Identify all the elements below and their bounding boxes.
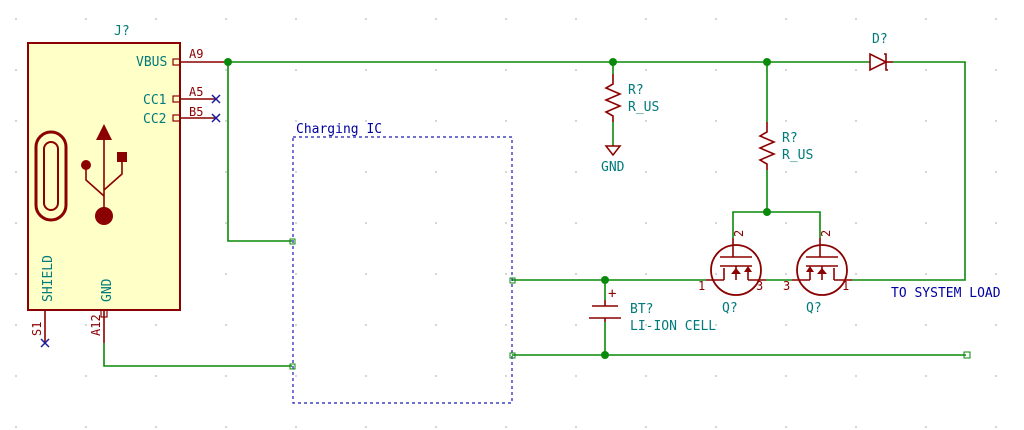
mosfet-q2[interactable]: 3 1 2 Q? bbox=[783, 230, 852, 316]
charging-ic-sheet[interactable]: Charging IC bbox=[289, 122, 516, 404]
battery-ref: BT? bbox=[630, 302, 653, 317]
pin-name-cc1: CC1 bbox=[143, 93, 166, 108]
mosfet-q1-ref: Q? bbox=[722, 301, 738, 316]
junction-dots bbox=[224, 58, 771, 359]
mosfet-q2-pin-right: 1 bbox=[842, 279, 849, 293]
pin-num-a9: A9 bbox=[189, 47, 203, 61]
diode-ref: D? bbox=[872, 32, 888, 47]
pin-num-a5: A5 bbox=[189, 85, 203, 99]
mosfet-q1-pin-gate: 2 bbox=[732, 230, 746, 237]
pin-num-b5: B5 bbox=[189, 105, 203, 119]
pin-num-a12: A12 bbox=[89, 314, 103, 336]
battery-bt1[interactable]: + BT? LI-ION CELL bbox=[589, 286, 716, 334]
wires bbox=[103, 61, 966, 367]
diode-d1[interactable]: D? bbox=[869, 32, 893, 72]
battery-plus-sign: + bbox=[608, 286, 616, 302]
no-connect-cc1-icon bbox=[211, 94, 221, 104]
resistor-r2-ref: R? bbox=[782, 131, 798, 146]
ground-symbol: GND bbox=[601, 145, 625, 175]
resistor-r2[interactable]: R? R_US bbox=[757, 122, 813, 170]
mosfet-q2-ref: Q? bbox=[806, 301, 822, 316]
resistor-r1[interactable]: R? R_US bbox=[603, 74, 659, 122]
pin-name-vbus: VBUS bbox=[136, 55, 167, 70]
ground-label: GND bbox=[601, 160, 625, 175]
charging-ic-label: Charging IC bbox=[296, 122, 382, 137]
net-to-system-load[interactable]: TO SYSTEM LOAD bbox=[891, 286, 1001, 359]
no-connect-shield-icon bbox=[40, 338, 50, 348]
usb-c-connector[interactable]: J? VBUS CC1 CC2 SHIELD GND A9 bbox=[27, 24, 228, 348]
pin-name-gnd: GND bbox=[100, 278, 115, 302]
pin-name-shield: SHIELD bbox=[41, 255, 56, 302]
mosfet-q1-pin-left: 1 bbox=[698, 279, 705, 293]
mosfet-q1-pin-right: 3 bbox=[756, 279, 763, 293]
battery-value: LI-ION CELL bbox=[630, 319, 716, 334]
resistor-r1-ref: R? bbox=[628, 83, 644, 98]
resistor-r1-value: R_US bbox=[628, 100, 659, 115]
no-connect-cc2-icon bbox=[211, 113, 221, 123]
resistor-r2-value: R_US bbox=[782, 148, 813, 163]
usb-c-port-icon bbox=[34, 130, 68, 222]
mosfet-q2-pin-left: 3 bbox=[783, 279, 790, 293]
pin-name-cc2: CC2 bbox=[143, 112, 166, 127]
mosfet-q2-pin-gate: 2 bbox=[819, 230, 833, 237]
mosfet-q1[interactable]: 1 3 2 Q? bbox=[698, 230, 766, 316]
usb-symbol-icon bbox=[81, 124, 127, 225]
pin-num-s1: S1 bbox=[30, 322, 44, 336]
net-to-system-load-label: TO SYSTEM LOAD bbox=[891, 286, 1001, 301]
connector-ref: J? bbox=[114, 24, 130, 39]
